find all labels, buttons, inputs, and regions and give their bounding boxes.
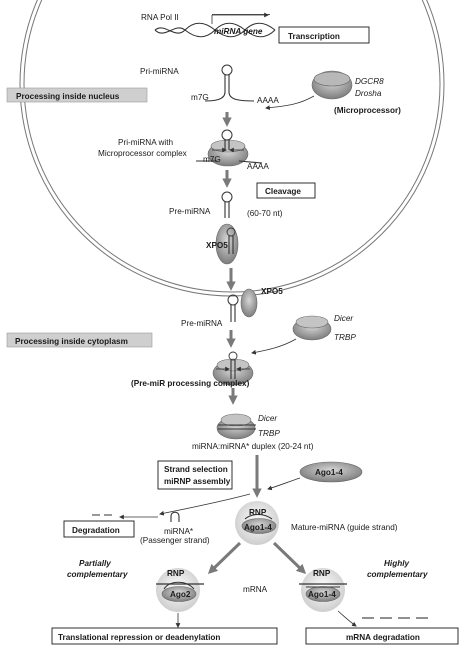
degradation-arrow-2 (337, 610, 357, 627)
dna-helix (154, 12, 276, 38)
xpo5-label-1: XPO5 (206, 241, 228, 250)
transcription-box-label: Transcription (288, 32, 340, 41)
aaaa-label-2: AAAA (247, 162, 269, 171)
rnp-ago2-icon (156, 568, 204, 612)
aaaa-label-1: AAAA (257, 96, 279, 105)
microprocessor-label: (Microprocessor) (334, 106, 401, 115)
degradation-box (63, 520, 135, 538)
ago-right-label: Ago1-4 (308, 590, 336, 599)
flow-arrow-right (272, 541, 307, 575)
passenger-strand-icon (170, 511, 180, 522)
nucleus-section-text: Processing inside nucleus (16, 92, 120, 101)
rnp-mature-icon (235, 501, 279, 545)
duplex-label: miRNA:miRNA* duplex (20-24 nt) (192, 442, 314, 451)
xpo5-nuclear-icon (215, 223, 239, 265)
partially-label-1: Partially (79, 559, 111, 568)
dicer-trbp-duplex-icon (216, 413, 256, 440)
xpo5-label-2: XPO5 (261, 287, 283, 296)
strand-box-label-1: Strand selection (164, 465, 228, 474)
nucleus-membrane (19, 0, 445, 297)
strand-selection-box (157, 460, 233, 490)
processing-complex-label: (Pre-miR processing complex) (131, 379, 250, 388)
rnp-ago-label: Ago1-4 (244, 523, 272, 532)
transcription-box (278, 26, 370, 44)
cytoplasm-section-label (6, 332, 153, 348)
dicer-trbp-icon (292, 315, 332, 341)
trbp-label-2: TRBP (258, 429, 280, 438)
rna-pol-label: RNA Pol II (141, 13, 179, 22)
highly-label-1: Highly (384, 559, 409, 568)
nucleus-section-label (6, 87, 148, 103)
pri-mirna-label: Pri-miRNA (140, 67, 179, 76)
ago2-label: Ago2 (170, 590, 191, 599)
pre-mirna-hairpin-2 (227, 294, 239, 322)
dicer-label-2: Dicer (258, 414, 277, 423)
partially-label-2: complementary (67, 570, 128, 579)
m7g-label-1: m7G (191, 93, 209, 102)
strand-box-label-2: miRNP assembly (164, 477, 231, 486)
pre-length-label: (60-70 nt) (247, 209, 283, 218)
ago-arrow (267, 477, 301, 491)
pri-complex-icon (196, 129, 263, 167)
cytoplasm-section-text: Processing inside cytoplasm (15, 337, 128, 346)
degradation-box-label: Degradation (72, 526, 120, 535)
mrna-label: mRNA (243, 585, 268, 594)
mature-label: Mature-miRNA (guide strand) (291, 523, 398, 532)
highly-label-2: complementary (367, 570, 428, 579)
mirna-gene-label: miRNA gene (214, 27, 263, 36)
ago-pill (299, 461, 363, 483)
processing-complex-icon (212, 351, 254, 386)
rnp-left-label: RNP (167, 569, 185, 578)
dgcr8-label: DGCR8 (355, 77, 384, 86)
pri-mirna-hairpin (204, 64, 255, 102)
pre-mirna-hairpin-1 (221, 191, 233, 218)
trbp-label-1: TRBP (334, 333, 356, 342)
dicer-label-1: Dicer (334, 314, 353, 323)
mrna-degradation-box-label: mRNA degradation (346, 633, 420, 642)
passenger-arrow (159, 493, 251, 516)
cleavage-box (256, 182, 316, 199)
microprocessor-arrow (265, 95, 315, 111)
pre-mirna-label-1: Pre-miRNA (169, 207, 211, 216)
mrna-degradation-box (305, 627, 459, 645)
pri-complex-label-2: Microprocessor complex (98, 149, 187, 158)
dicer-arrow (251, 338, 297, 355)
mirna-star-label: miRNA* (164, 527, 194, 536)
rnp-label: RNP (249, 508, 267, 517)
translational-box (51, 627, 278, 645)
pri-complex-label-1: Pri-miRNA with (118, 138, 173, 147)
rnp-right-label: RNP (313, 569, 331, 578)
rnp-ago-right-icon (299, 568, 347, 612)
translational-box-label: Translational repression or deadenylatio… (58, 633, 220, 642)
m7g-label-2: m7G (203, 155, 221, 164)
microprocessor-icon (311, 70, 353, 100)
flow-arrow-left (207, 541, 242, 575)
passenger-label: (Passenger strand) (140, 536, 210, 545)
cleavage-box-label: Cleavage (265, 187, 301, 196)
drosha-label: Drosha (355, 89, 382, 98)
pre-mirna-label-2: Pre-miRNA (181, 319, 223, 328)
ago-pill-label: Ago1-4 (315, 468, 343, 477)
xpo5-cytoplasm-icon (240, 288, 258, 318)
